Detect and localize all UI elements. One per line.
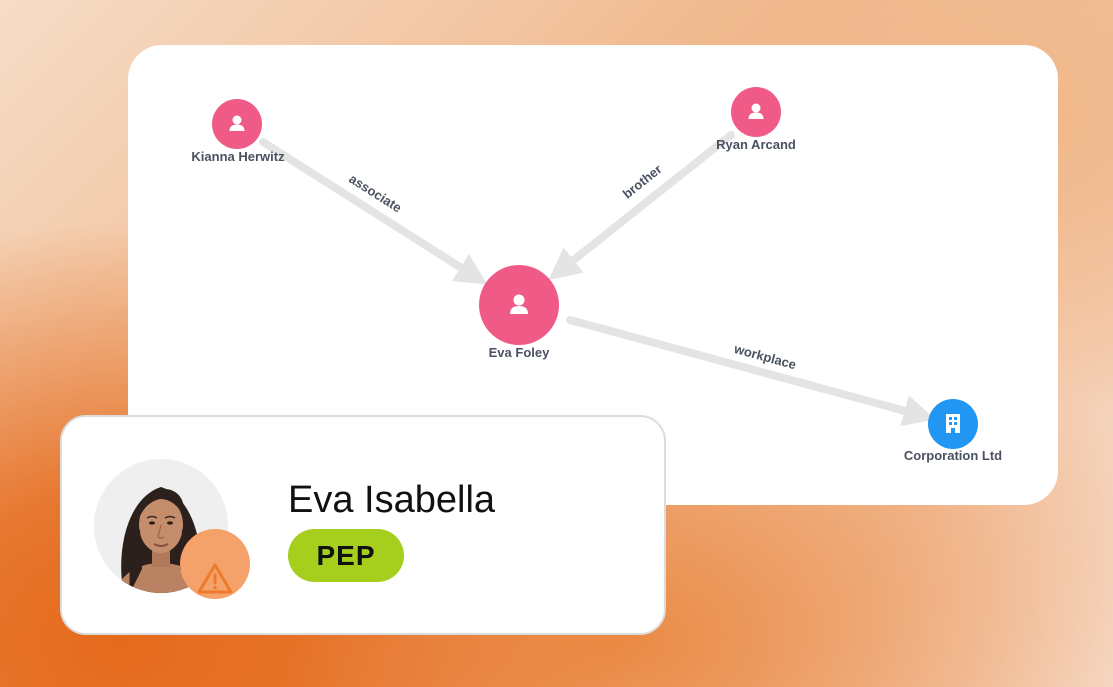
alert-badge [180,529,250,599]
person-icon [510,294,528,314]
edge-eva-corp[interactable]: workplace [566,316,936,427]
person-icon [229,115,245,131]
node-label: Kianna Herwitz [191,149,285,164]
profile-card[interactable]: Eva Isabella PEP [60,415,666,635]
edge-kianna-eva[interactable]: associate [259,138,488,285]
warning-icon [197,563,233,594]
node-eva-foley[interactable]: Eva Foley [479,265,559,360]
node-corporation-ltd[interactable]: Corporation Ltd [904,399,1002,463]
node-label: Corporation Ltd [904,448,1002,463]
node-label: Ryan Arcand [716,137,796,152]
node-label: Eva Foley [489,345,550,360]
building-icon [946,414,960,433]
person-icon [748,103,764,119]
pep-badge: PEP [288,529,404,582]
person-name: Eva Isabella [288,479,496,521]
edge-ryan-eva[interactable]: brother [548,131,735,280]
node-kianna-herwitz[interactable]: Kianna Herwitz [191,99,285,164]
node-ryan-arcand[interactable]: Ryan Arcand [716,87,796,152]
